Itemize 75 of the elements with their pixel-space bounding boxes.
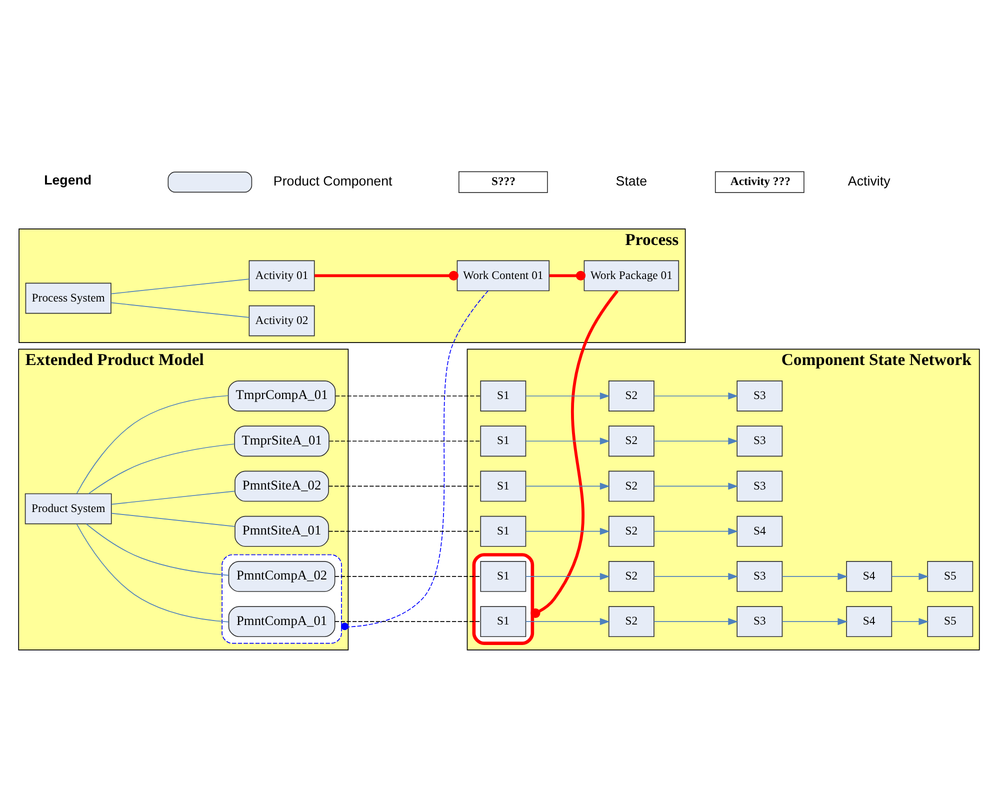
connector: [328, 486, 481, 487]
arrow: [525, 438, 610, 445]
node-box: S4: [736, 516, 783, 547]
connector: [76, 524, 229, 622]
connector: [110, 278, 250, 294]
node-box: S3: [736, 426, 783, 457]
connector: [76, 395, 229, 494]
node-box: S1: [480, 516, 526, 547]
connector: [110, 302, 250, 318]
connector: [530, 290, 619, 618]
arrow: [654, 392, 738, 400]
arrow: [891, 618, 929, 626]
node-box: S4: [846, 606, 892, 638]
label: S???: [491, 174, 516, 188]
arrow: [782, 572, 848, 580]
node-box: PmntCompA_02: [228, 561, 336, 592]
node-box: Process System: [25, 282, 112, 314]
connector: [340, 290, 488, 630]
connector: [549, 270, 586, 280]
connector: [334, 576, 482, 577]
node-box: S3: [736, 606, 783, 638]
arrow: [654, 618, 738, 626]
cluster: [472, 553, 534, 645]
node-box: TmprCompA_01: [228, 380, 336, 412]
node-box: Product System: [24, 493, 112, 524]
node-box: S2: [608, 516, 654, 547]
arrow: [891, 572, 929, 580]
connector: [314, 270, 458, 280]
node-box: Work Package 01: [584, 260, 680, 292]
arrow: [654, 438, 738, 445]
arrow: [525, 618, 610, 626]
cluster: [222, 554, 342, 644]
node-box: S2: [608, 426, 654, 457]
label: Legend: [44, 172, 92, 188]
connector: [86, 523, 229, 576]
node-box: S1: [480, 606, 526, 638]
connector: [88, 444, 235, 494]
connector: [328, 530, 481, 532]
node-box: S5: [927, 606, 974, 638]
node-box: S2: [608, 380, 654, 412]
node-box: Activity 01: [248, 260, 315, 292]
node-box: S3: [736, 561, 783, 592]
arrow: [654, 482, 738, 490]
node-box: S2: [608, 470, 654, 502]
connector: [111, 490, 236, 505]
node-box: S3: [736, 380, 783, 412]
node-box: S5: [927, 561, 974, 592]
node-box: PmntSiteA_01: [234, 516, 329, 547]
arrow: [525, 482, 610, 490]
arrow: [525, 528, 610, 535]
node-box: S2: [608, 606, 654, 638]
node-box: S1: [480, 470, 526, 502]
legend-label: Activity: [848, 173, 890, 188]
legend-label: Product Component: [273, 173, 392, 188]
node-box: Work Content 01: [456, 260, 550, 292]
node-box: S1: [480, 561, 526, 592]
node-box: PmntCompA_01: [228, 606, 336, 638]
node-box: S4: [846, 561, 892, 592]
node-box: Activity 02: [248, 305, 315, 336]
arrow: [654, 528, 738, 535]
legend-label: State: [616, 173, 648, 188]
connector: [111, 512, 236, 527]
node-box: PmntSiteA_02: [234, 470, 329, 502]
connector: [328, 440, 481, 442]
arrow: [525, 392, 610, 400]
arrow: [654, 572, 738, 580]
arrow: [782, 618, 848, 626]
arrow: [525, 572, 610, 580]
node-box: S1: [480, 380, 526, 412]
label: Activity ???: [730, 174, 790, 188]
node-box: S1: [480, 426, 526, 457]
node-box: TmprSiteA_01: [234, 426, 330, 457]
node-box: S2: [608, 561, 654, 592]
connector: [334, 621, 482, 622]
node-box: S3: [736, 470, 783, 502]
